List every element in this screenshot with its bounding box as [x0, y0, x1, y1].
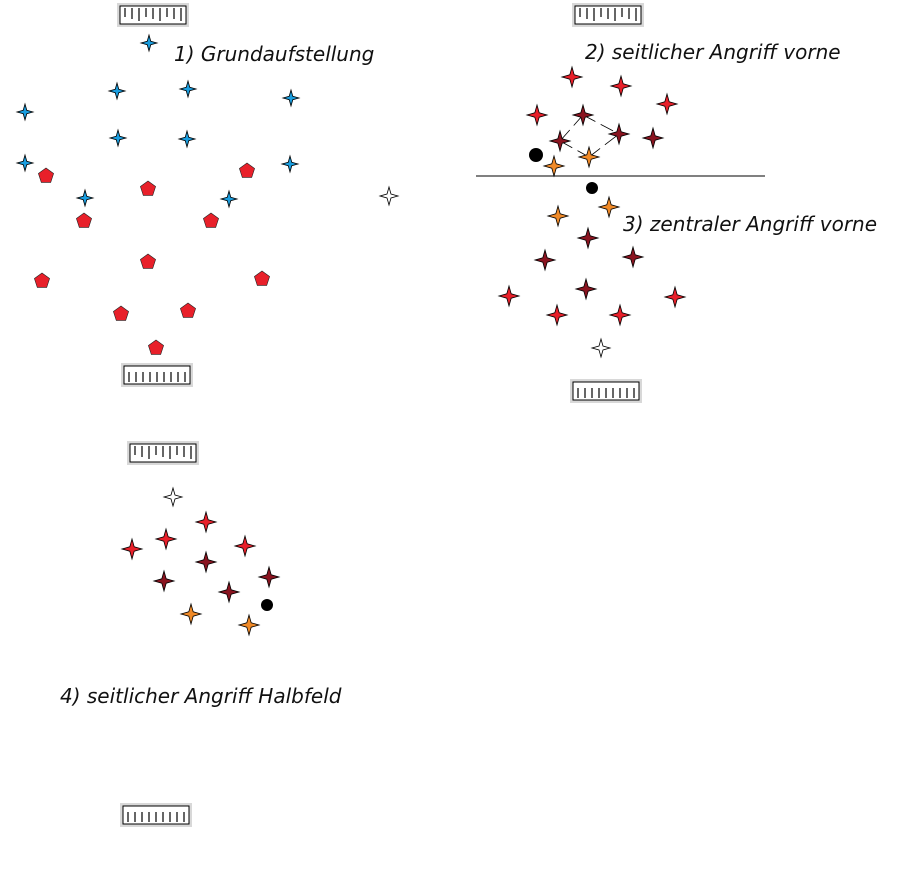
- goalkeeper-icon: [162, 486, 184, 508]
- blue-player-icon: [107, 81, 127, 101]
- ball-icon: [586, 182, 598, 194]
- dark-red-player-icon: [607, 122, 631, 146]
- orange-player-icon: [597, 195, 621, 219]
- red-player-icon: [545, 303, 569, 327]
- goalkeeper-icon: [590, 337, 612, 359]
- red-player-icon: [76, 212, 92, 228]
- pass-line: [559, 114, 584, 142]
- red-player-icon: [34, 272, 50, 288]
- blue-player-icon: [280, 154, 300, 174]
- dark-red-player-icon: [571, 103, 595, 127]
- goalkeeper-icon: [378, 185, 400, 207]
- orange-player-icon: [577, 145, 601, 169]
- red-player-icon: [239, 162, 255, 178]
- red-player-icon: [609, 74, 633, 98]
- dark-red-player-icon: [548, 129, 572, 153]
- red-player-icon: [525, 103, 549, 127]
- red-player-icon: [148, 339, 164, 355]
- red-player-icon: [203, 212, 219, 228]
- dark-red-player-icon: [576, 226, 600, 250]
- blue-player-icon: [219, 189, 239, 209]
- blue-player-icon: [75, 188, 95, 208]
- orange-player-icon: [237, 613, 261, 637]
- dark-red-player-icon: [641, 126, 665, 150]
- red-player-icon: [113, 305, 129, 321]
- ball-icon: [261, 599, 273, 611]
- red-player-icon: [154, 527, 178, 551]
- red-player-icon: [38, 167, 54, 183]
- orange-player-icon: [546, 204, 570, 228]
- dark-red-player-icon: [621, 245, 645, 269]
- red-player-icon: [663, 285, 687, 309]
- red-player-icon: [560, 65, 584, 89]
- pass-line: [559, 140, 590, 158]
- blue-player-icon: [108, 128, 128, 148]
- blue-player-icon: [177, 129, 197, 149]
- formation-3-title: 3) zentraler Angriff vorne: [623, 212, 878, 236]
- formation-2-title: 2) seitlicher Angriff vorne: [585, 40, 841, 64]
- pass-line: [582, 114, 620, 135]
- blue-player-icon: [178, 79, 198, 99]
- red-player-icon: [194, 510, 218, 534]
- red-player-icon: [140, 180, 156, 196]
- dark-red-player-icon: [152, 569, 176, 593]
- red-player-icon: [254, 270, 270, 286]
- dark-red-player-icon: [257, 565, 281, 589]
- dark-red-player-icon: [533, 248, 557, 272]
- formation-4-title: 4) seitlicher Angriff Halbfeld: [60, 684, 342, 708]
- red-player-icon: [233, 534, 257, 558]
- blue-player-icon: [281, 88, 301, 108]
- blue-player-icon: [139, 33, 159, 53]
- dark-red-player-icon: [194, 550, 218, 574]
- red-player-icon: [497, 284, 521, 308]
- ball-icon: [529, 148, 543, 162]
- formation-1-title: 1) Grundaufstellung: [174, 42, 375, 66]
- red-player-icon: [120, 537, 144, 561]
- pass-line: [588, 133, 620, 158]
- dark-red-player-icon: [217, 580, 241, 604]
- red-player-icon: [140, 253, 156, 269]
- blue-player-icon: [15, 102, 35, 122]
- red-player-icon: [655, 92, 679, 116]
- blue-player-icon: [15, 153, 35, 173]
- orange-player-icon: [542, 154, 566, 178]
- dark-red-player-icon: [574, 277, 598, 301]
- red-player-icon: [180, 302, 196, 318]
- orange-player-icon: [179, 602, 203, 626]
- red-player-icon: [608, 303, 632, 327]
